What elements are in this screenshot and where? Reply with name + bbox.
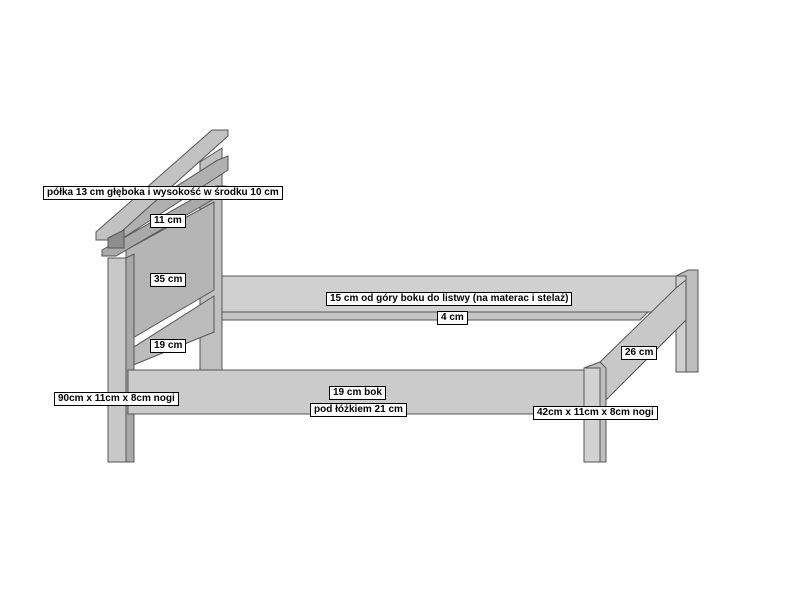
label-under-bed: pod łóżkiem 21 cm (310, 403, 407, 417)
front-left-leg (107, 257, 127, 463)
label-ledge-4cm: 4 cm (437, 311, 468, 325)
label-foot-end-26cm: 26 cm (621, 346, 658, 360)
label-panel-35cm: 35 cm (150, 273, 187, 287)
label-shelf: półka 13 cm głęboka i wysokość w środku … (43, 186, 283, 200)
label-side-rail: 15 cm od góry boku do listwy (na materac… (326, 292, 573, 306)
shelf-bracket (107, 229, 125, 249)
front-left-leg-side (125, 253, 135, 463)
label-leg-front-left: 90cm x 11cm x 8cm nogi (54, 392, 179, 406)
label-gap-11cm: 11 cm (150, 214, 186, 228)
mattress-ledge (221, 311, 650, 321)
label-leg-foot: 42cm x 11cm x 8cm nogi (533, 406, 658, 420)
label-panel-19cm: 19 cm (150, 339, 187, 353)
headboard-shelf (95, 129, 229, 241)
label-front-side: 19 cm bok (329, 386, 386, 400)
